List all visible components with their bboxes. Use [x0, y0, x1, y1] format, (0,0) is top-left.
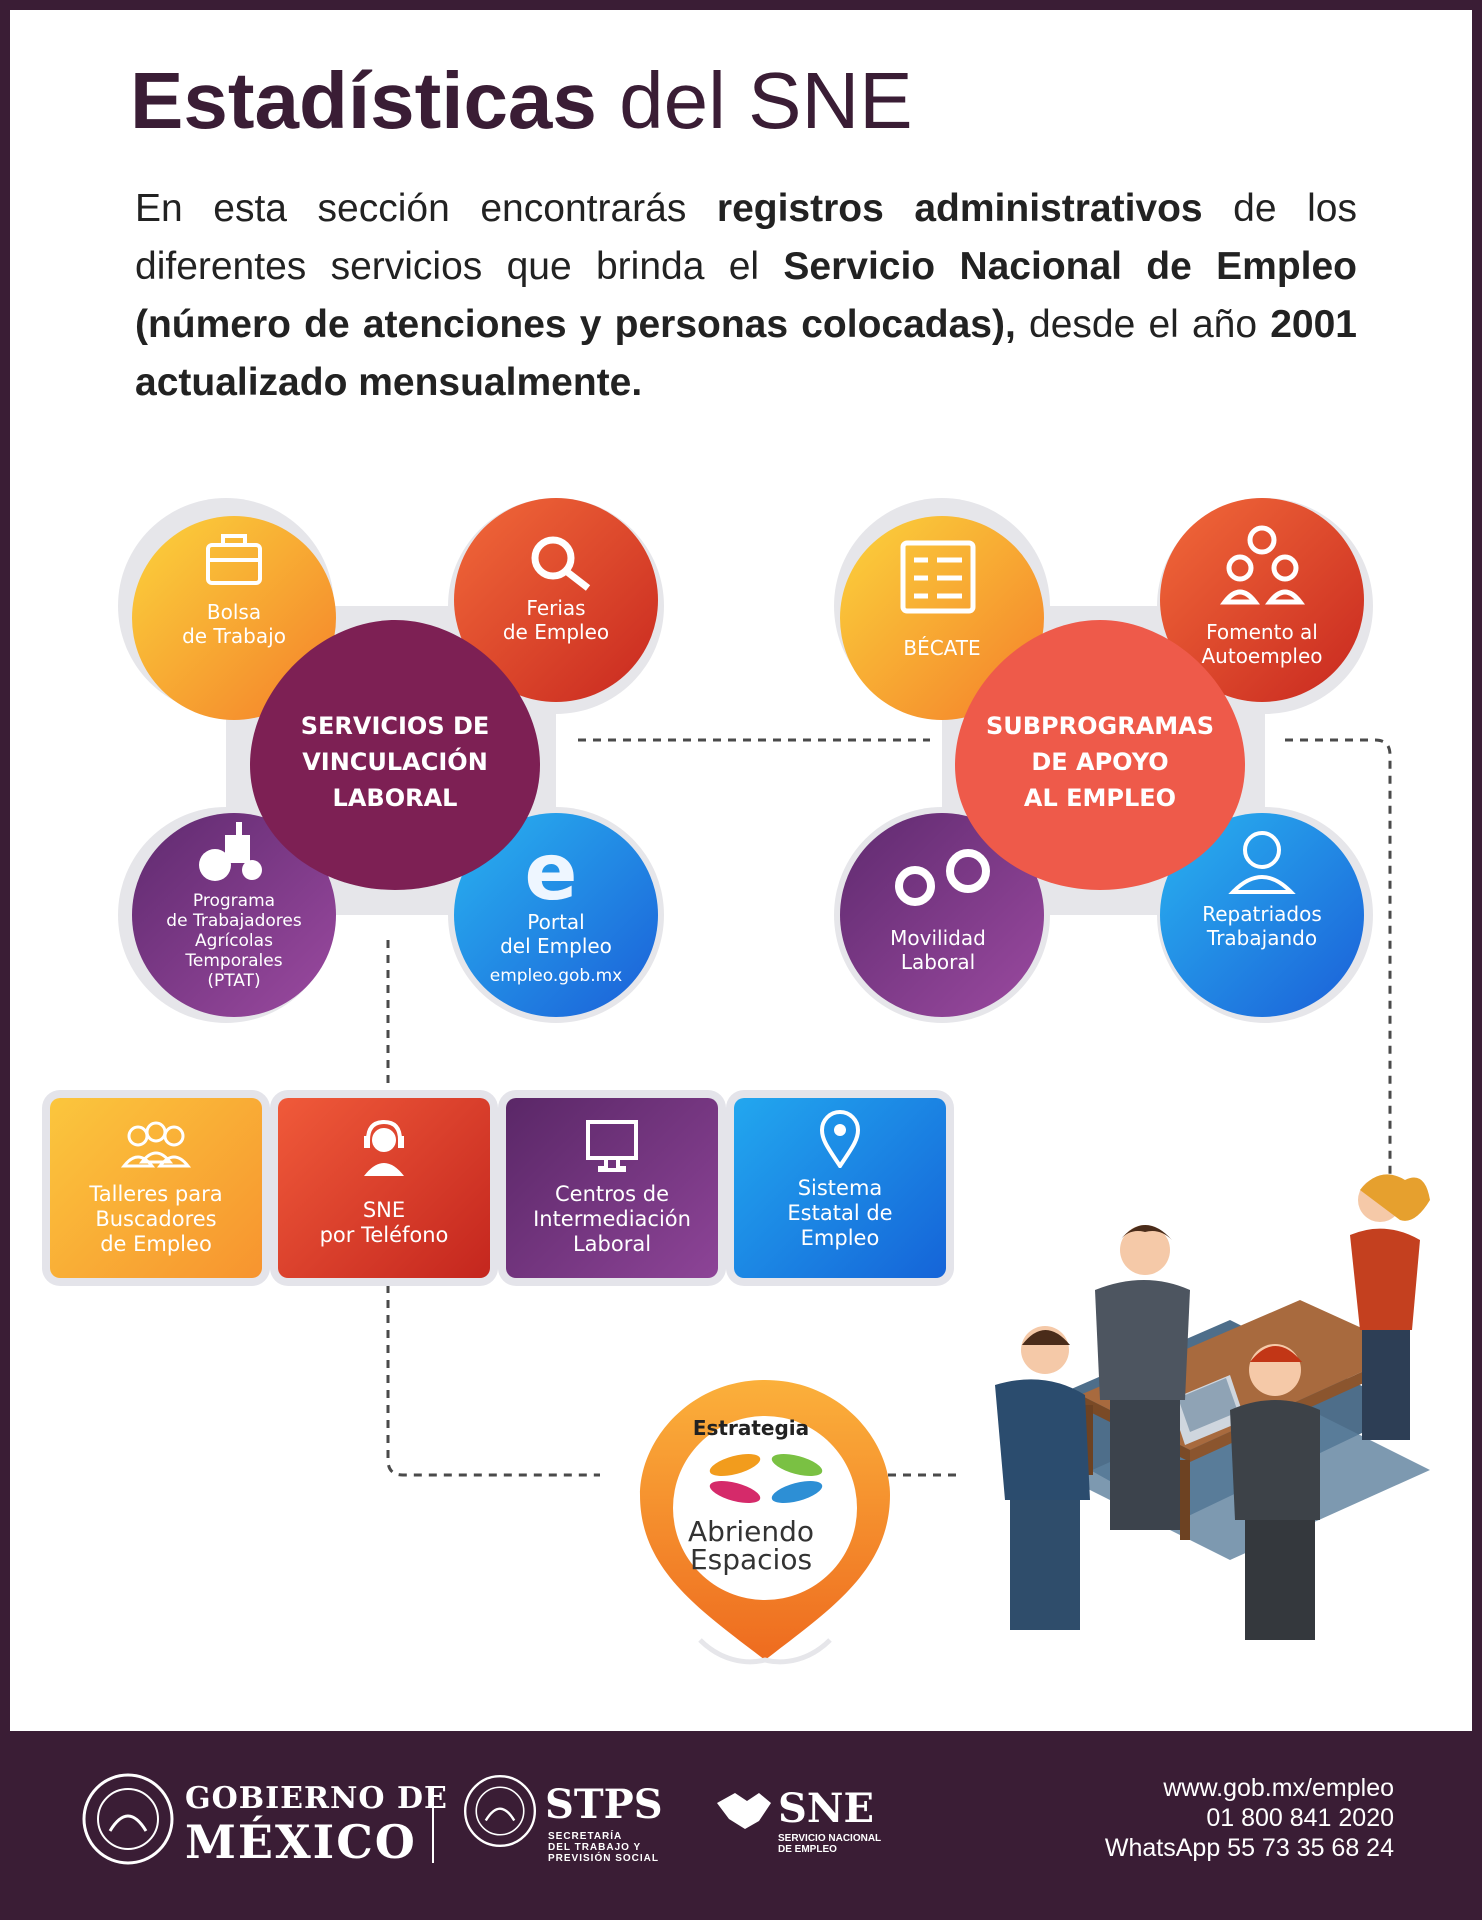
office-illustration	[995, 1174, 1430, 1640]
bolsa-circle	[132, 516, 336, 720]
stps-seal-icon	[463, 1774, 537, 1848]
sne-label: SNE	[778, 1785, 874, 1832]
group-icon	[120, 1121, 192, 1168]
people-meeting-icon	[1219, 525, 1306, 605]
footer-divider	[432, 1788, 434, 1863]
subprogramas-center-shape	[955, 620, 1245, 890]
diagram-graphics	[118, 498, 1430, 1665]
page-title: Estadísticas del SNE	[130, 56, 913, 145]
intro-paragraph: En esta sección encontrarás registros ad…	[135, 187, 1357, 404]
portal-circle	[454, 813, 658, 1017]
ptat-circle	[132, 813, 336, 1017]
ferias-circle	[454, 498, 658, 702]
handshake-icon	[717, 1793, 771, 1829]
becate-circle	[840, 516, 1044, 720]
user-icon	[1228, 831, 1296, 894]
repatriados-circle	[1160, 813, 1364, 1017]
hands-logo-icon	[709, 1454, 823, 1503]
location-pin-icon	[819, 1110, 861, 1168]
mexico-label: MÉXICO	[185, 1815, 417, 1869]
tractor-icon	[199, 822, 262, 881]
movilidad-circle	[840, 813, 1044, 1017]
checklist-icon	[900, 540, 976, 614]
briefcase-icon	[206, 534, 262, 585]
monitor-icon	[586, 1120, 638, 1172]
contact-info: www.gob.mx/empleo 01 800 841 2020 WhatsA…	[1105, 1773, 1394, 1863]
e-letter-icon-text: e	[524, 828, 578, 918]
headset-icon	[364, 1119, 404, 1176]
estrategia-label: Estrategia	[692, 1416, 810, 1440]
website-link[interactable]: www.gob.mx/empleo	[1163, 1774, 1394, 1802]
becate-label[interactable]: BÉCATE	[903, 636, 981, 660]
fomento-circle	[1160, 498, 1364, 702]
mexico-seal-icon	[82, 1773, 174, 1865]
stps-label: STPS	[545, 1781, 663, 1828]
connector-lines	[386, 738, 1392, 1477]
vinculacion-center-shape	[250, 620, 540, 890]
gears-icon	[895, 849, 990, 906]
gobierno-label: GOBIERNO DE	[185, 1781, 448, 1816]
whatsapp-number[interactable]: WhatsApp 55 73 35 68 24	[1104, 1834, 1394, 1862]
portal-url[interactable]: empleo.gob.mx	[489, 966, 623, 986]
phone-number[interactable]: 01 800 841 2020	[1206, 1804, 1394, 1832]
magnifier-icon	[531, 536, 591, 591]
